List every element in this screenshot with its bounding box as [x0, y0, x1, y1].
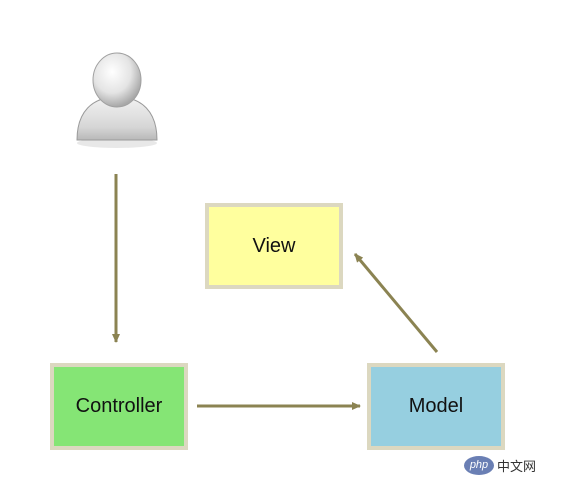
- watermark: php 中文网: [464, 455, 536, 475]
- model-label: Model: [408, 395, 464, 417]
- controller-box: Controller: [50, 363, 188, 450]
- user-avatar-icon: [76, 52, 158, 148]
- controller-label: Controller: [75, 395, 163, 417]
- view-label: View: [252, 234, 296, 257]
- edge-model-to-view: [353, 253, 439, 353]
- view-box: View: [205, 203, 343, 289]
- model-box: Model: [367, 363, 505, 450]
- watermark-text: 中文网: [497, 459, 537, 475]
- watermark-logo: php: [464, 455, 494, 475]
